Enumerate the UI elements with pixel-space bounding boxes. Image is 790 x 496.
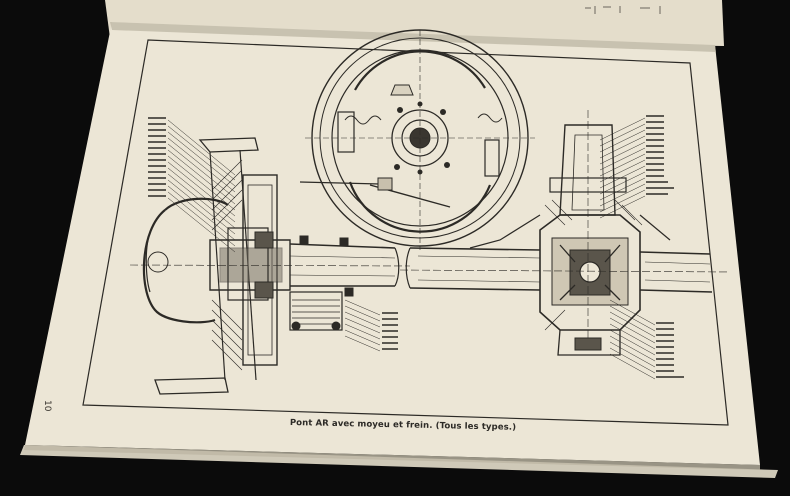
- drawing-linework: [129, 29, 731, 395]
- part-number-columns: [148, 115, 684, 378]
- part-number-leaders: [167, 117, 656, 380]
- gutter-shadow: [110, 22, 716, 52]
- wheel-hub-section: [129, 137, 411, 395]
- drawing-frame: [82, 39, 729, 426]
- page-number: 10: [42, 400, 52, 412]
- page-shade: [24, 445, 760, 470]
- brake-drum-view: [299, 29, 535, 250]
- axle-and-differential: [394, 110, 731, 356]
- upper-page-marks: [585, 6, 661, 14]
- book-page: [25, 22, 760, 465]
